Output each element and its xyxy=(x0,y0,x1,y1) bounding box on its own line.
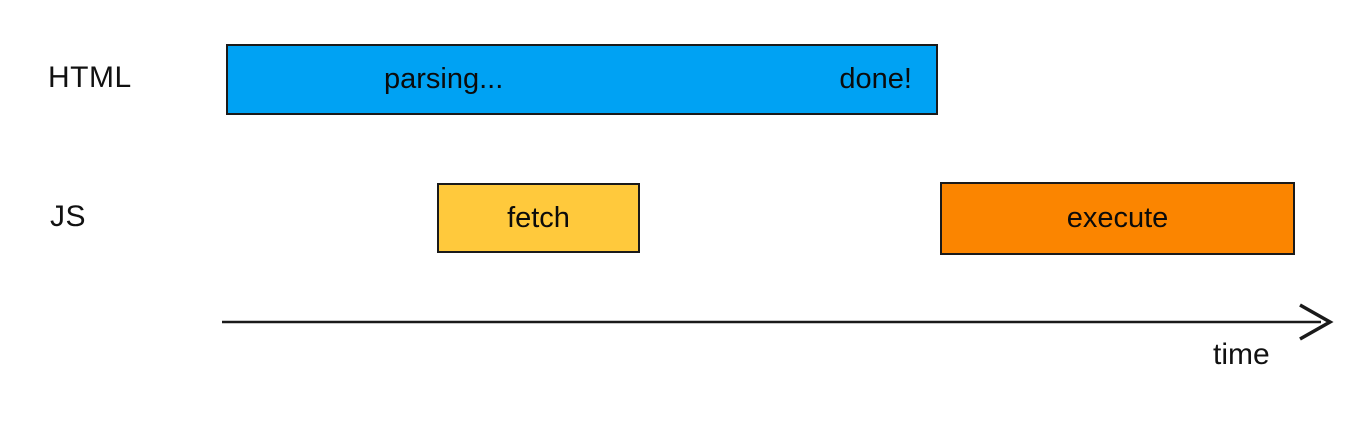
time-axis-arrow-icon xyxy=(222,303,1334,341)
execute-label: execute xyxy=(1066,202,1169,234)
html-parsing-bar: parsing... done! xyxy=(226,44,938,115)
js-execute-bar: execute xyxy=(940,182,1295,255)
fetch-label: fetch xyxy=(507,201,570,234)
js-fetch-bar: fetch xyxy=(437,183,640,253)
done-label: done! xyxy=(839,63,912,95)
row-label-js: JS xyxy=(50,200,87,233)
time-axis-label: time xyxy=(1213,338,1270,371)
row-label-html: HTML xyxy=(48,61,132,94)
parsing-label: parsing... xyxy=(384,63,504,95)
